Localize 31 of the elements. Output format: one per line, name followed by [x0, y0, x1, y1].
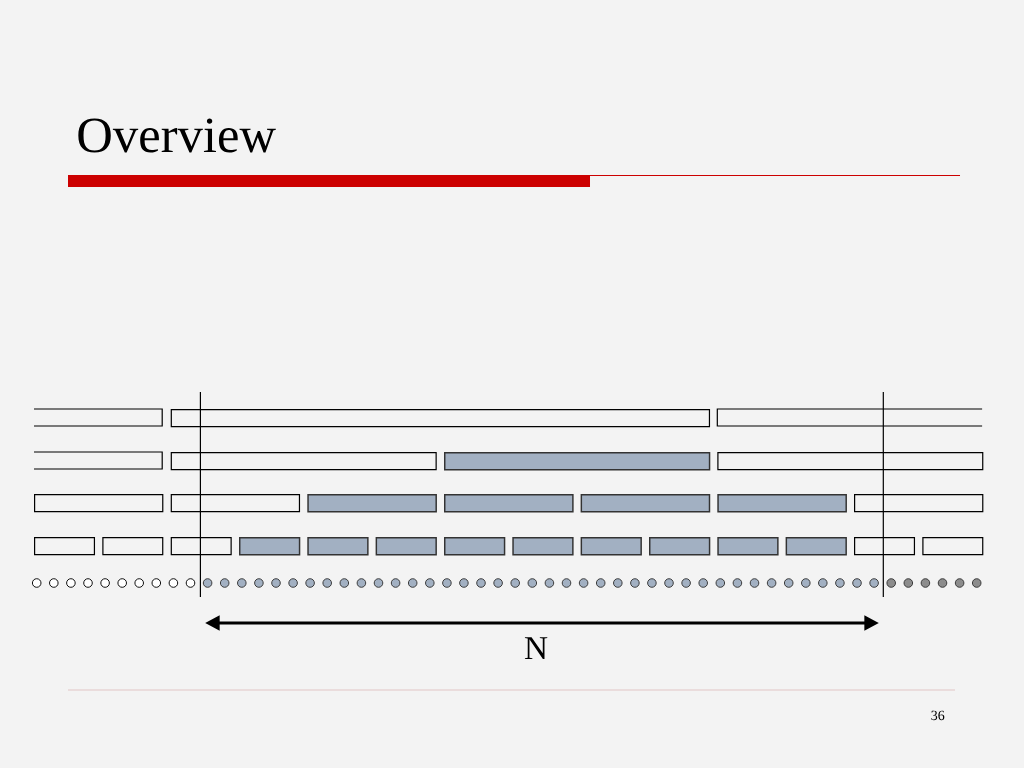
window-bar: [170, 537, 232, 556]
shaded-window-bar: [717, 537, 779, 556]
window-bar: [854, 494, 984, 513]
shaded-window-bar: [307, 537, 369, 556]
window-bar: [717, 452, 984, 471]
shaded-window-bar: [785, 537, 847, 556]
window-bar: [170, 409, 711, 428]
shaded-window-bar: [649, 537, 711, 556]
shaded-window-bar: [444, 452, 711, 471]
shaded-window-bar: [375, 537, 437, 556]
shaded-window-bar: [239, 537, 301, 556]
shaded-window-bar: [307, 494, 437, 513]
window-bar: [102, 537, 164, 556]
window-bar: [33, 408, 163, 427]
window-bar: [34, 494, 164, 513]
window-bar: [33, 451, 163, 470]
window-bar: [170, 452, 437, 471]
title: Overview: [78, 118, 276, 153]
window-bar: [716, 408, 983, 427]
dimension-label: N: [524, 637, 548, 659]
window-bar: [922, 537, 984, 556]
shaded-window-bar: [580, 494, 711, 513]
shaded-window-bar: [512, 537, 574, 556]
page-number: 36: [931, 710, 945, 721]
shaded-window-bar: [444, 494, 574, 513]
shaded-window-bar: [580, 537, 642, 556]
shaded-window-bar: [444, 537, 506, 556]
window-bar: [170, 494, 301, 513]
window-bar: [854, 537, 916, 556]
window-bar: [34, 537, 96, 556]
shaded-window-bar: [717, 494, 847, 513]
